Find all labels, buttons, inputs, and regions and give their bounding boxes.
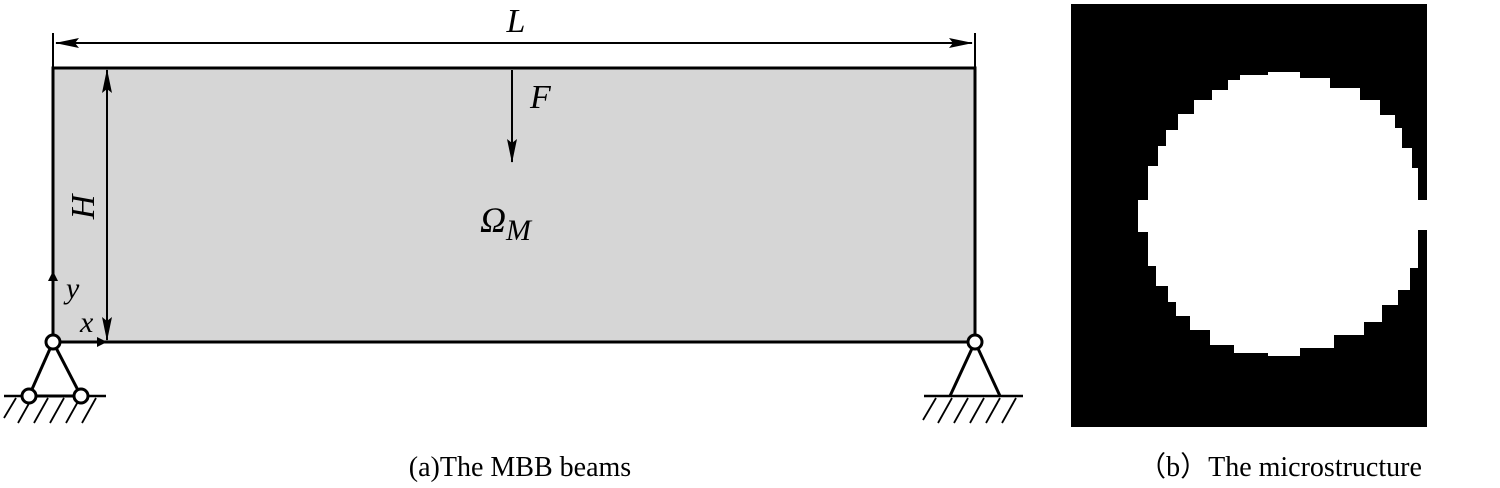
height-label: H <box>65 192 102 220</box>
length-dimension <box>52 33 976 68</box>
panel-b: （b）The microstructure <box>1071 4 1428 483</box>
coordinate-axes <box>48 271 107 347</box>
axis-x-label: x <box>79 306 94 339</box>
panel-a: L H F ΩM y x <box>3 3 1023 483</box>
domain-symbol: ΩM <box>480 200 533 247</box>
panel-a-caption: (a)The MBB beams <box>409 452 631 483</box>
panel-b-caption: （b）The microstructure <box>1138 451 1422 483</box>
length-label: L <box>506 3 526 40</box>
axis-y-label: y <box>63 272 80 305</box>
circular-inclusion <box>1138 72 1428 356</box>
right-roller-support <box>922 333 1023 424</box>
domain-subscript: M <box>505 214 533 247</box>
left-pin-support <box>3 333 106 424</box>
beam-domain <box>51 66 977 344</box>
load-label: F <box>529 79 552 116</box>
